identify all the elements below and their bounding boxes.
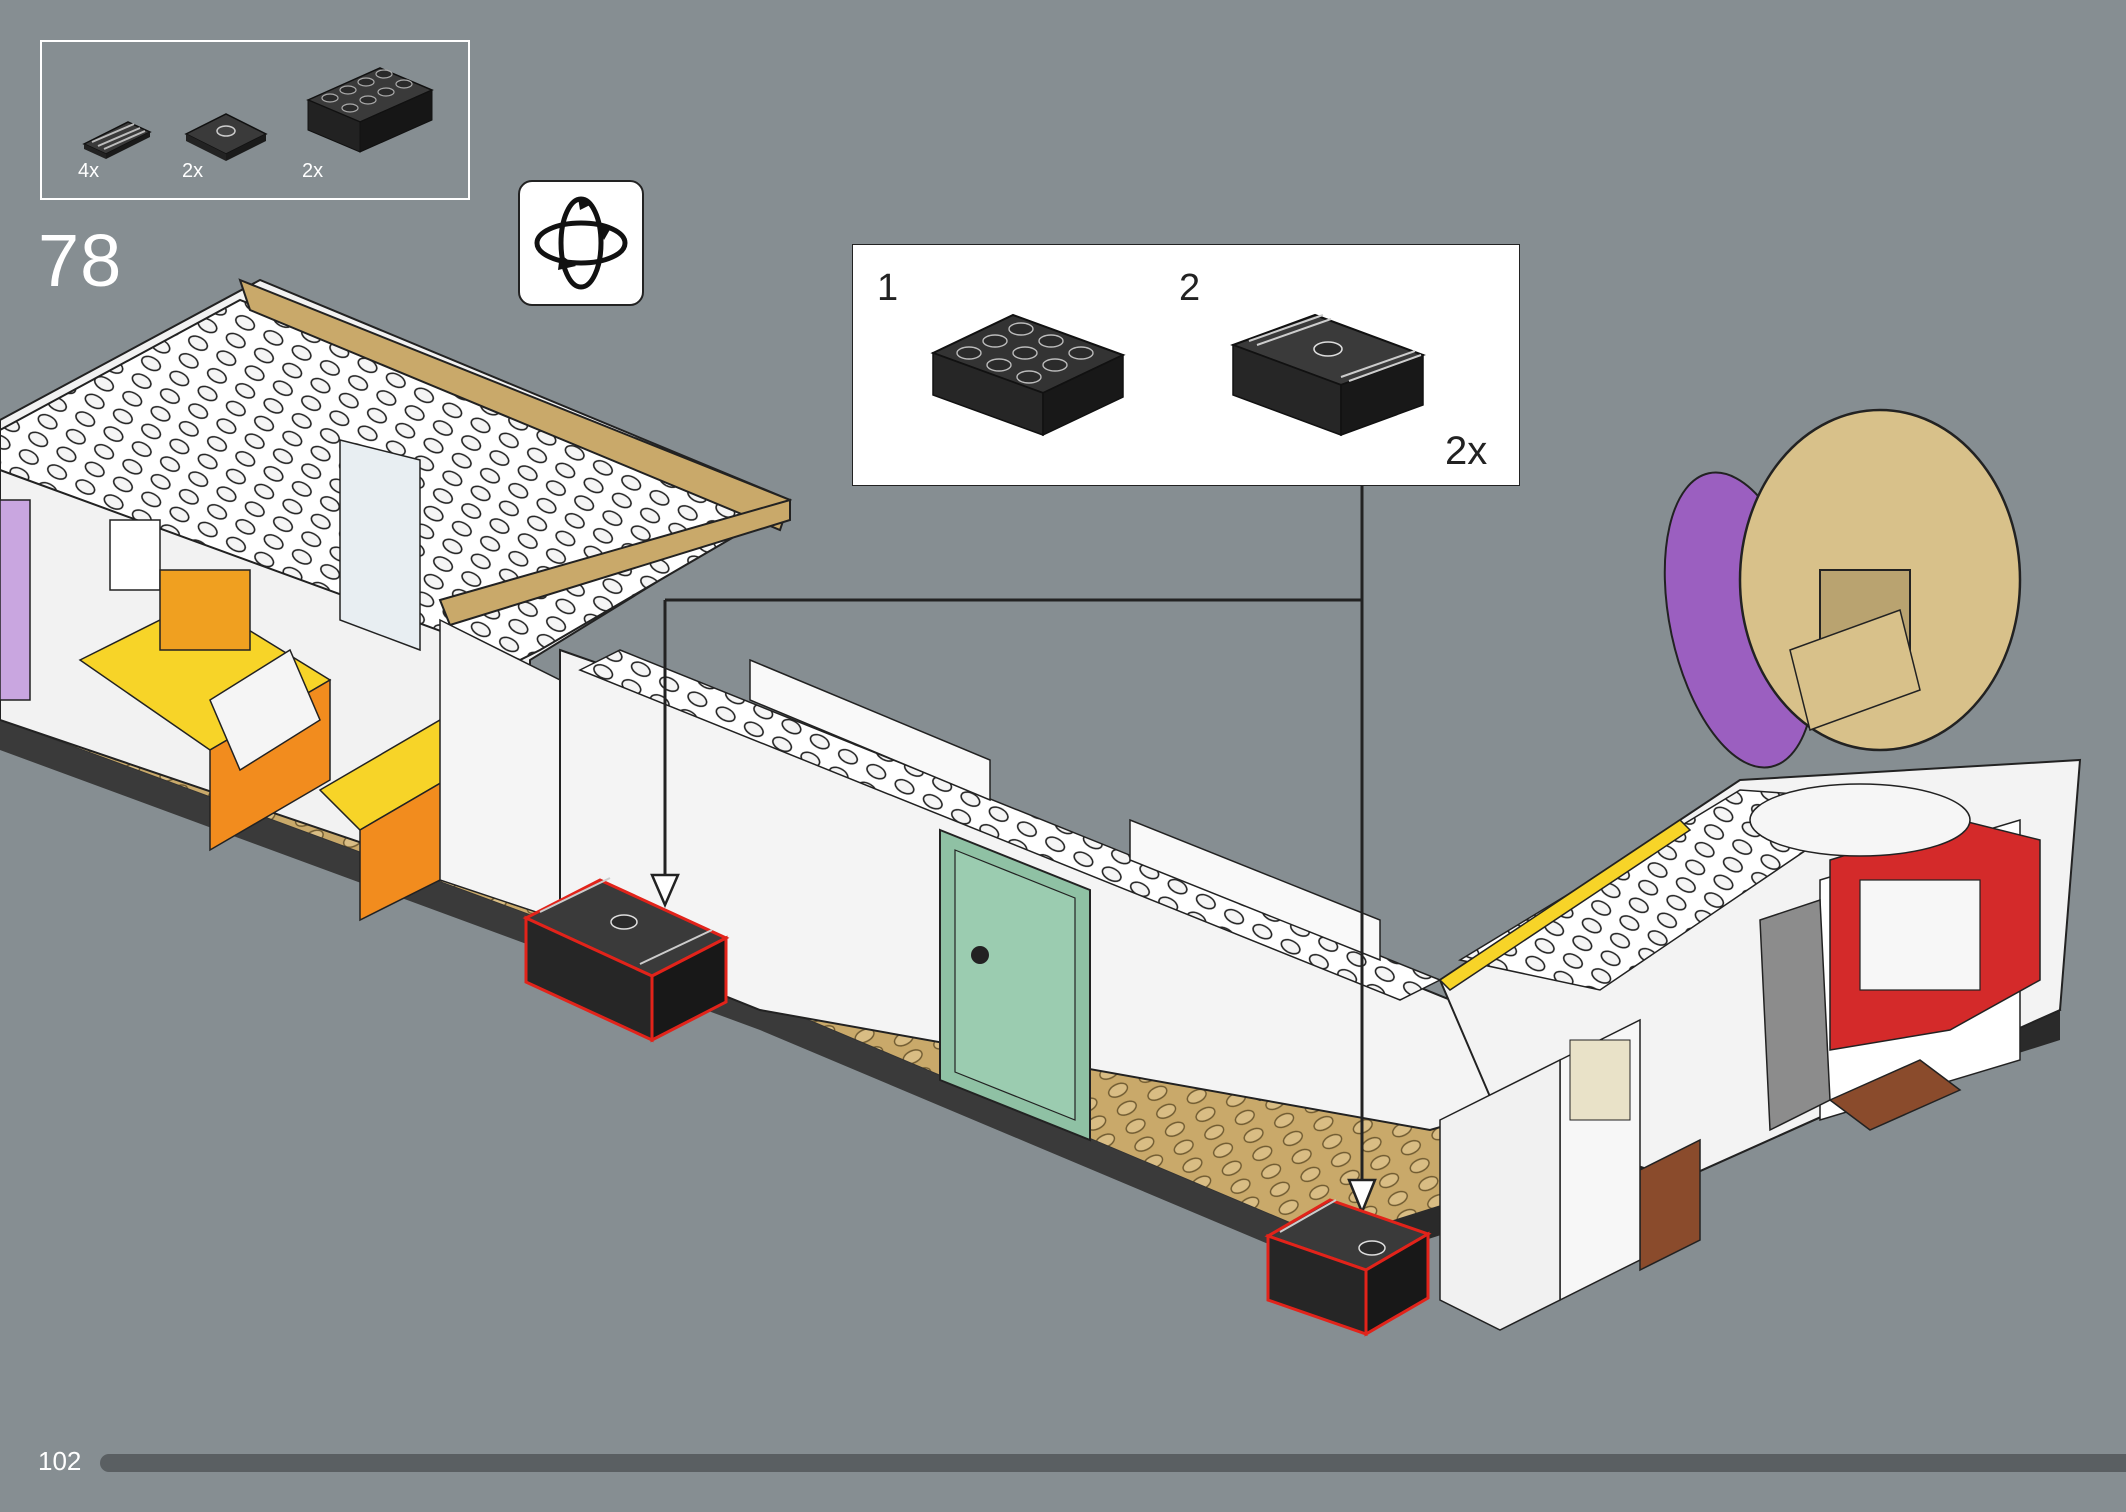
substep-2-label: 2 [1179,267,1201,309]
substep-quantity: 2x [1445,429,1488,473]
jumper-plate-part-icon [184,113,268,161]
grille-tile-part-icon [82,121,152,159]
progress-bar [100,1454,2126,1472]
central-wall [559,648,1501,1142]
round-sign [1663,408,2022,857]
placement-arrows [650,486,1377,1216]
step-number: 78 [38,219,123,302]
rotate-model-icon [518,180,644,306]
new-brick-left [522,877,730,1043]
part-count: 2x [182,160,204,182]
brick-2x4-part-icon [306,67,434,153]
left-shop-module [0,278,793,922]
right-cafe-module [1438,758,2082,1331]
subassembly-callout: 1 2 2x [852,244,1520,486]
parts-list-panel: 4x 2x 2x [40,40,470,200]
substep-1-label: 1 [877,267,899,309]
substep-1-brick-icon [930,313,1126,437]
part-count: 4x [78,160,100,182]
part-count: 2x [302,160,324,182]
new-brick-right [1264,1198,1432,1337]
rotate-arrows-icon [534,196,628,290]
page-number: 102 [38,1446,82,1476]
substep-2-brick-icon [1230,313,1426,437]
